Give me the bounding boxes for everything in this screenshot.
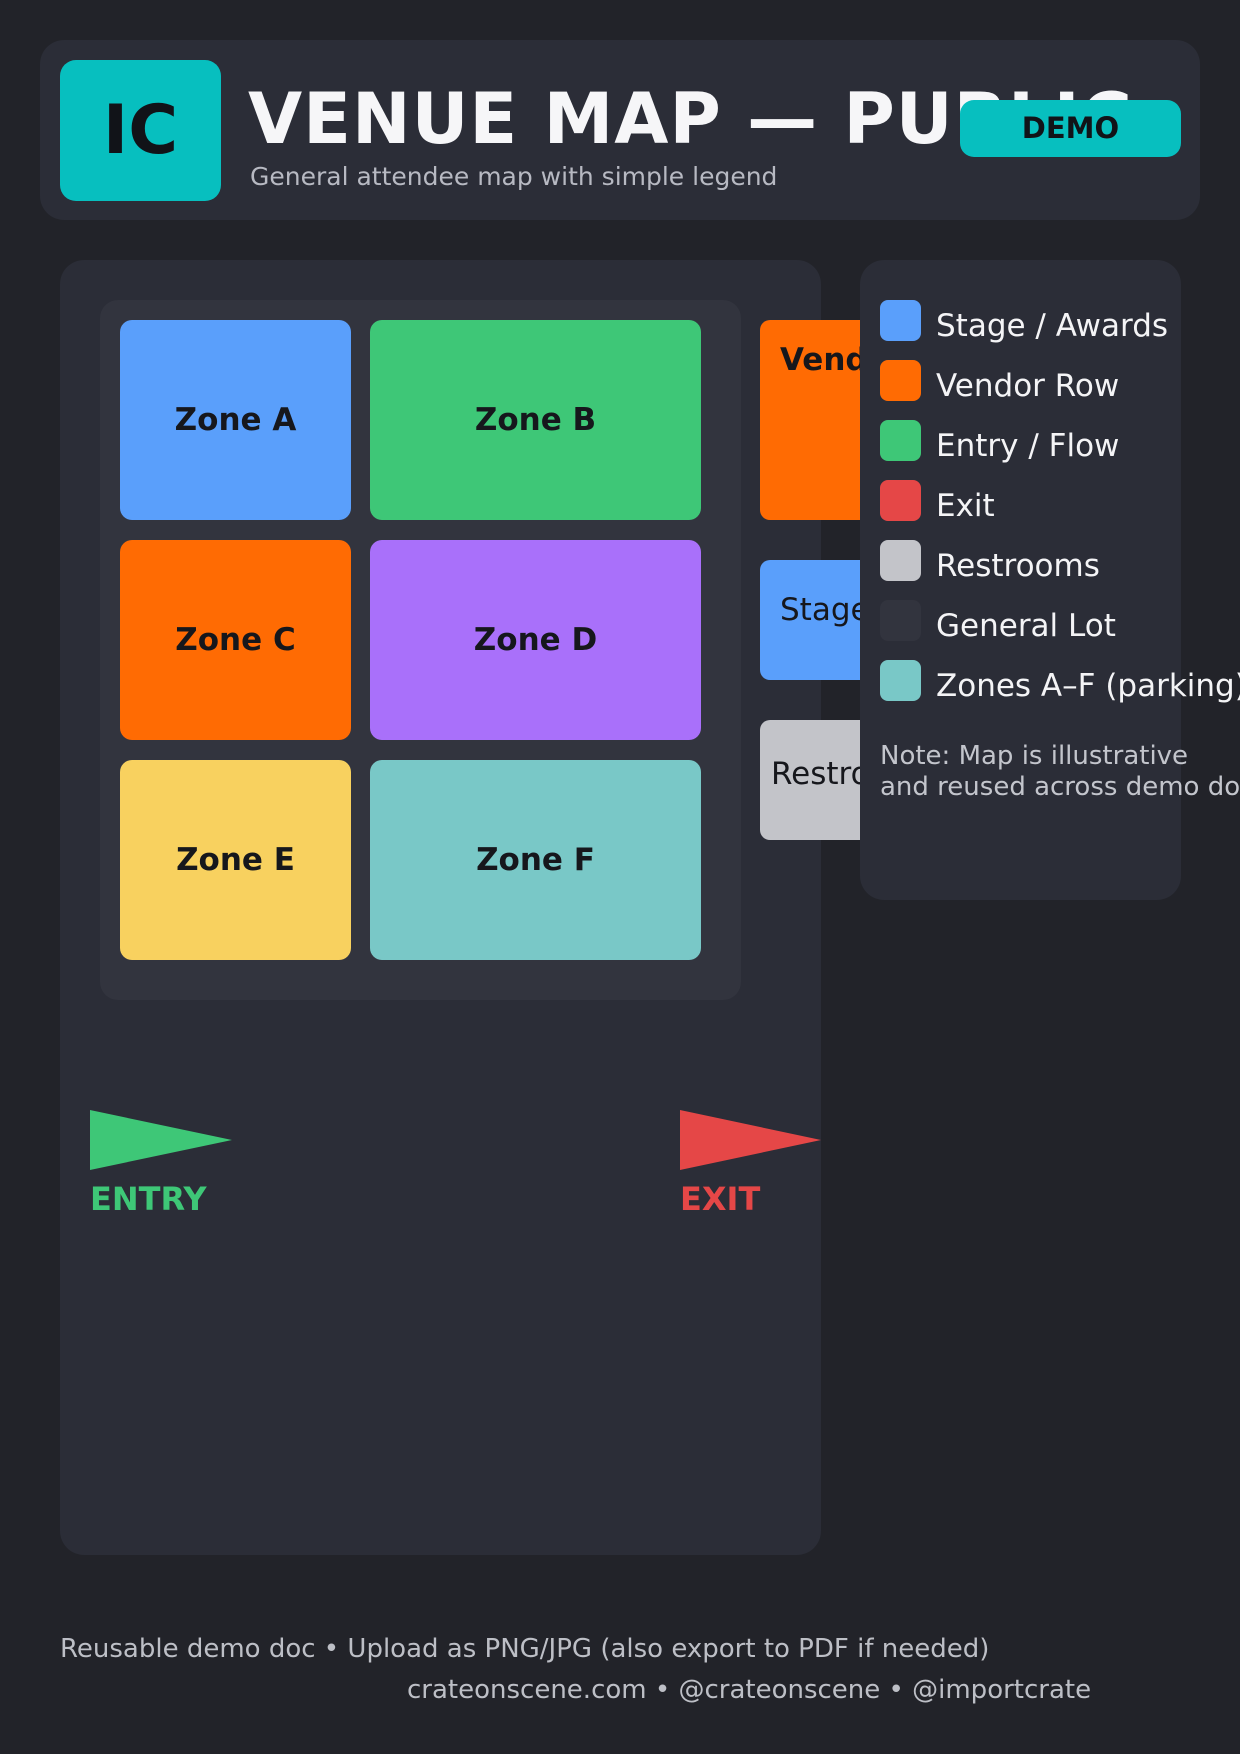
- legend-swatch-entry: [880, 420, 921, 461]
- legend-note-line1: Note: Map is illustrative: [880, 741, 1189, 771]
- legend-swatch-vendor: [880, 360, 921, 401]
- exit-arrow-shape: [680, 1110, 821, 1170]
- exit-label: EXIT: [680, 1180, 761, 1218]
- legend-label-entry: Entry / Flow: [936, 428, 1120, 464]
- entry-arrow-shape: [90, 1110, 232, 1170]
- logo: IC: [60, 60, 221, 201]
- legend-label-vendor: Vendor Row: [936, 368, 1120, 404]
- entry-arrow-icon: [90, 1110, 232, 1170]
- legend-label-exit: Exit: [936, 488, 995, 524]
- legend-swatch-general-lot: [880, 600, 921, 641]
- legend-swatch-restrooms: [880, 540, 921, 581]
- legend-swatch-stage: [880, 300, 921, 341]
- page-subtitle: General attendee map with simple legend: [250, 162, 778, 191]
- zone-c: Zone C: [120, 540, 351, 740]
- demo-badge: DEMO: [960, 100, 1181, 157]
- zone-e: Zone E: [120, 760, 351, 960]
- footer-links: crateonscene.com • @crateonscene • @impo…: [407, 1675, 1092, 1705]
- zone-d: Zone D: [370, 540, 701, 740]
- legend-swatch-exit: [880, 480, 921, 521]
- zone-b: Zone B: [370, 320, 701, 520]
- legend-label-restrooms: Restrooms: [936, 548, 1100, 584]
- entry-label: ENTRY: [90, 1180, 207, 1218]
- legend-note-line2: and reused across demo docs.: [880, 772, 1240, 802]
- zone-a: Zone A: [120, 320, 351, 520]
- legend-label-general-lot: General Lot: [936, 608, 1116, 644]
- zone-f: Zone F: [370, 760, 701, 960]
- legend-label-stage: Stage / Awards: [936, 308, 1169, 344]
- footer-note: Reusable demo doc • Upload as PNG/JPG (a…: [60, 1634, 990, 1664]
- legend-swatch-zones: [880, 660, 921, 701]
- exit-arrow-icon: [680, 1110, 821, 1170]
- legend-label-zones: Zones A–F (parking): [936, 668, 1240, 704]
